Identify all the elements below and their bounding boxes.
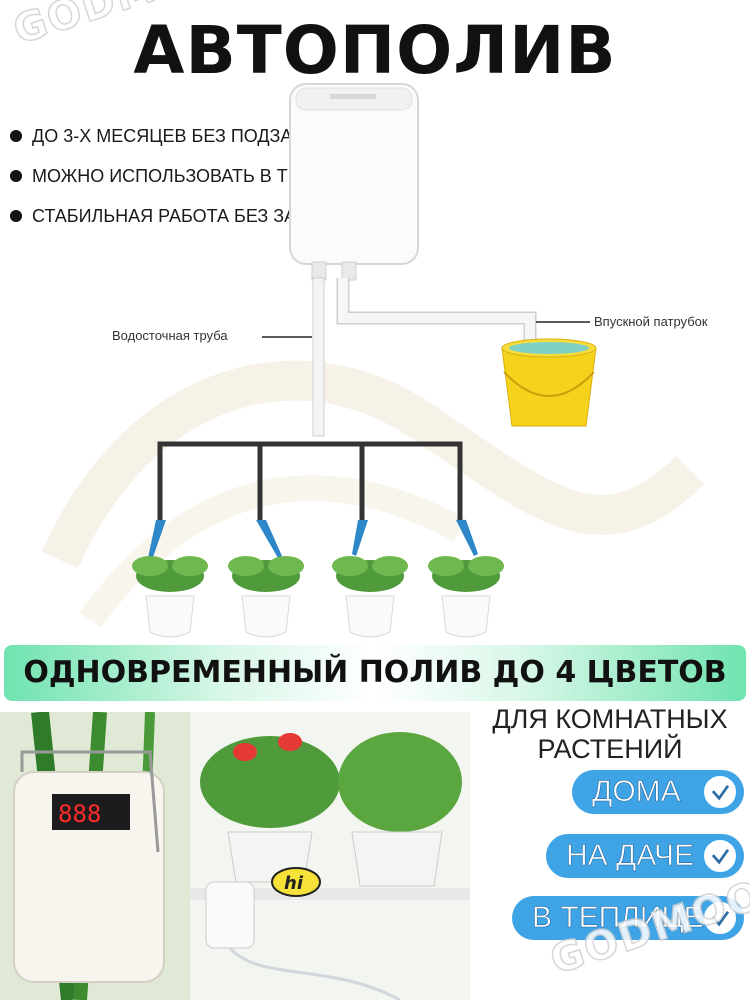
potted-plant-icon [332, 556, 408, 638]
banner-text: ОДНОВРЕМЕННЫЙ ПОЛИВ ДО 4 ЦВЕТОВ [23, 655, 727, 690]
subtitle: ДЛЯ КОМНАТНЫХ РАСТЕНИЙ [470, 704, 750, 764]
check-icon [702, 838, 738, 874]
feature-banner: ОДНОВРЕМЕННЫЙ ПОЛИВ ДО 4 ЦВЕТОВ [4, 645, 746, 701]
subtitle-line-2: РАСТЕНИЙ [537, 734, 683, 764]
potted-plant-icon [132, 556, 208, 638]
irrigation-diagram [41, 83, 705, 638]
dripper-stakes [148, 520, 478, 560]
location-greenhouse-badge: В ТЕПЛИЦЕ [512, 896, 744, 940]
check-icon [702, 774, 738, 810]
page-title: АВТОПОЛИВ [133, 12, 617, 89]
bullet-icon [10, 210, 22, 222]
feature-item: ДО 3-Х МЕСЯЦЕВ БЕЗ ПОДЗАРЯДА [10, 116, 385, 156]
location-text: ДОМА [592, 775, 681, 809]
location-home-badge: ДОМА [572, 770, 744, 814]
inlet-pipe-label: Впускной патрубок [594, 314, 708, 329]
feature-item: МОЖНО ИСПОЛЬЗОВАТЬ В ТЕПЛИЦЕ [10, 156, 385, 196]
potted-plant-icon [428, 556, 504, 638]
device-display: 888 [58, 800, 101, 828]
check-icon [702, 900, 738, 936]
location-text: НА ДАЧЕ [566, 839, 695, 873]
subtitle-line-1: ДЛЯ КОМНАТНЫХ [492, 704, 728, 734]
yellow-bucket-icon [501, 338, 597, 427]
drain-pipe [312, 277, 325, 437]
distribution-tubes [157, 441, 463, 520]
hi-sticker: hi [284, 873, 304, 894]
drain-pipe-label: Водосточная труба [112, 328, 228, 343]
location-text: В ТЕПЛИЦЕ [532, 901, 704, 935]
location-dacha-badge: НА ДАЧЕ [546, 834, 744, 878]
potted-plant-icon [228, 556, 304, 638]
bullet-icon [10, 170, 22, 182]
water-tank [289, 83, 419, 281]
feature-text: ДО 3-Х МЕСЯЦЕВ БЕЗ ПОДЗАРЯДА [32, 125, 342, 146]
product-photo: 888 hi [0, 712, 470, 1000]
bullet-icon [10, 130, 22, 142]
feature-text: МОЖНО ИСПОЛЬЗОВАТЬ В ТЕПЛИЦЕ [32, 165, 363, 186]
